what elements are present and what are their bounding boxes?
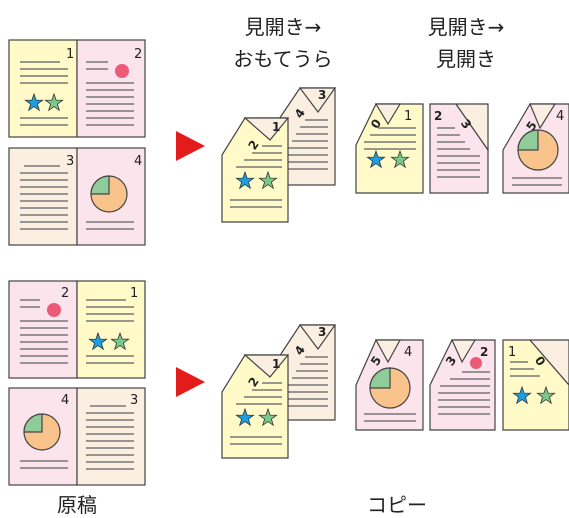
- header-col1-line1: 見開き→: [245, 15, 322, 39]
- header-col2-line2: 見開き: [436, 47, 496, 71]
- original-spread-1-2: 1 2: [8, 39, 146, 138]
- copy-spread-page-4-bottom: 4 5: [355, 339, 424, 431]
- arrow-icon: [176, 131, 205, 161]
- page-number-2: 2: [61, 286, 69, 301]
- page-number-1: 1: [508, 345, 516, 360]
- page-number-4: 4: [556, 109, 564, 124]
- page-number-3: 3: [130, 393, 138, 408]
- header-col1-line2: おもてうら: [233, 47, 332, 71]
- page-number-2: 2: [480, 345, 488, 359]
- copy-duplex-stack-bottom: 3 4 1 2: [221, 324, 337, 459]
- original-spread-2-1: 2 1: [8, 280, 146, 379]
- page-number-2: 2: [434, 109, 442, 123]
- page-number-1: 1: [130, 286, 138, 301]
- page-number-1: 1: [272, 120, 280, 134]
- dot-icon: [115, 64, 129, 78]
- page-number-4: 4: [134, 154, 142, 169]
- page-number-4: 4: [404, 345, 412, 360]
- page-number-3: 3: [318, 88, 326, 102]
- original-spread-4-3: 4 3: [8, 387, 146, 486]
- page-number-1: 1: [272, 357, 280, 371]
- header-col2-line1: 見開き→: [428, 15, 505, 39]
- copy-duplex-stack-top: 3 4 1 2: [221, 87, 337, 223]
- page-number-3: 3: [66, 154, 74, 169]
- copy-spread-page-2-top: 2 3: [429, 103, 489, 194]
- page-number-3: 3: [318, 325, 326, 339]
- copy-spread-page-2-bottom: 2 3: [429, 339, 496, 431]
- original-spread-3-4: 3 4: [8, 147, 146, 246]
- page-number-1: 1: [66, 47, 74, 62]
- page-number-4: 4: [61, 393, 69, 408]
- arrow-icon: [176, 367, 205, 397]
- dot-icon: [470, 357, 482, 369]
- page-number-2: 2: [134, 47, 142, 62]
- dot-icon: [47, 303, 61, 317]
- page-number-1: 1: [404, 109, 412, 124]
- copy-spread-page-1-bottom: 1 0: [502, 339, 569, 431]
- label-copy: コピー: [367, 493, 427, 517]
- copy-spread-page-4-top: 4 5: [502, 103, 569, 194]
- copy-spread-page-1-top: 0 1: [355, 103, 424, 194]
- label-original: 原稿: [57, 493, 97, 517]
